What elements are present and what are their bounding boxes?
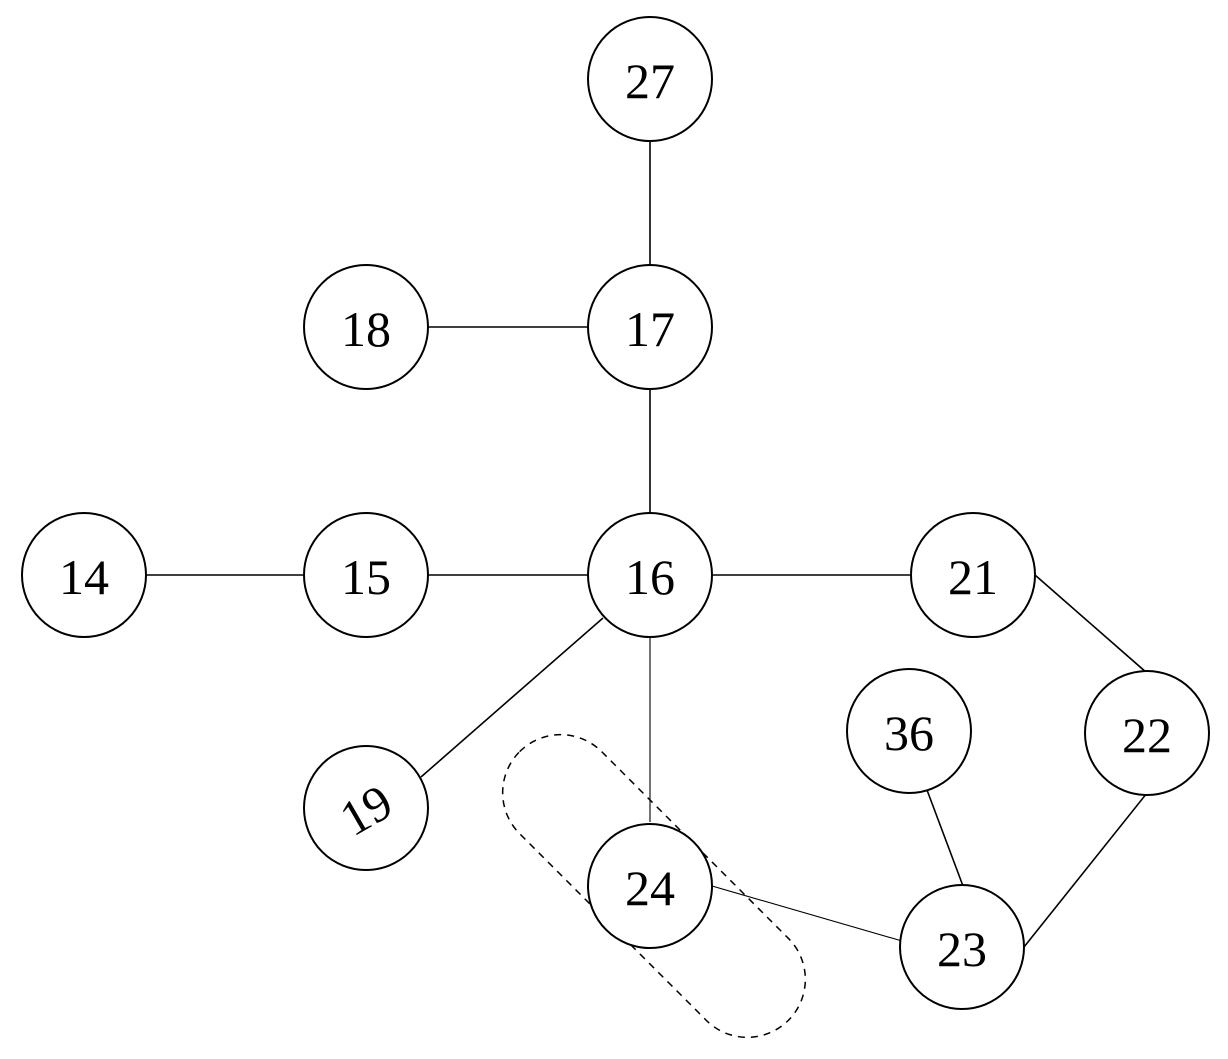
node-22: 22 [1084,670,1210,796]
node-label-22: 22 [1122,707,1172,763]
edge-24-23 [711,885,903,942]
edge-21-22 [1034,574,1148,674]
node-label-36: 36 [884,705,934,761]
node-21: 21 [910,512,1036,638]
edge-36-23 [926,789,964,887]
node-label-17: 17 [625,301,675,357]
edge-16-19 [420,617,604,778]
node-23: 23 [899,884,1025,1010]
node-label-16: 16 [625,549,675,605]
node-label-18: 18 [341,301,391,357]
node-27: 27 [587,16,713,142]
node-24: 24 [587,823,713,949]
node-19: 19 [303,745,429,871]
node-label-15: 15 [341,549,391,605]
edge-22-23 [1023,792,1148,948]
node-14: 14 [21,512,147,638]
node-15: 15 [303,512,429,638]
node-label-23: 23 [937,921,987,977]
node-18: 18 [303,264,429,390]
node-label-24: 24 [625,860,675,916]
node-label-27: 27 [625,53,675,109]
node-label-21: 21 [948,549,998,605]
node-16: 16 [587,512,713,638]
node-36: 36 [846,668,972,794]
edges [146,141,1148,948]
node-label-14: 14 [59,549,109,605]
nodes: 27 18 17 14 15 16 21 36 [21,16,1210,1010]
node-17: 17 [587,264,713,390]
